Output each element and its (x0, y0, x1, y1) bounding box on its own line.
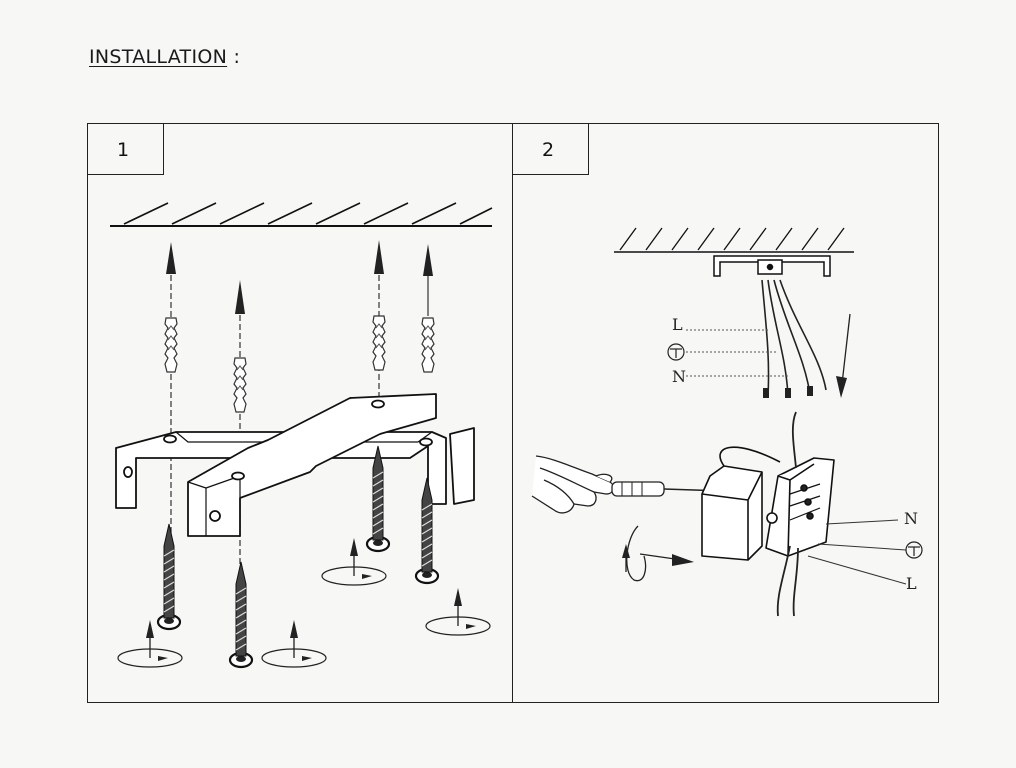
title-text: INSTALLATION (89, 46, 228, 68)
ceiling-hatch (614, 227, 854, 253)
arrow-down-icon (836, 313, 851, 398)
step-2-label-box: 2 (513, 124, 589, 175)
wire-label-neutral: N (672, 367, 686, 386)
wire-label-neutral-right: N (904, 509, 918, 528)
mounting-bracket (115, 393, 475, 537)
step-1-label-box: 1 (88, 124, 164, 175)
label-leaders-right (807, 519, 907, 585)
terminal-cover (701, 446, 781, 561)
supply-wires (761, 279, 827, 397)
hand-screwdriver-icon (531, 455, 755, 514)
document-title: INSTALLATION : (89, 46, 240, 68)
instruction-frame (87, 123, 939, 703)
ground-symbol-icon (905, 541, 923, 559)
panel-divider (512, 123, 513, 703)
rotation-arrow-icon (622, 525, 694, 582)
wire-label-live-right: L (906, 574, 917, 593)
step-2-number: 2 (542, 139, 555, 161)
step-1-number: 1 (117, 139, 130, 161)
step-2-illustration (531, 227, 923, 617)
step-1-illustration (110, 202, 493, 669)
lamp-wires (776, 411, 799, 617)
wire-label-live: L (672, 315, 683, 334)
label-leaders (686, 329, 788, 377)
ceiling-bracket (713, 255, 831, 277)
terminal-block-icon (765, 457, 835, 557)
title-colon: : (227, 46, 241, 68)
ceiling-hatch (110, 202, 493, 227)
ground-symbol-icon (667, 343, 685, 361)
